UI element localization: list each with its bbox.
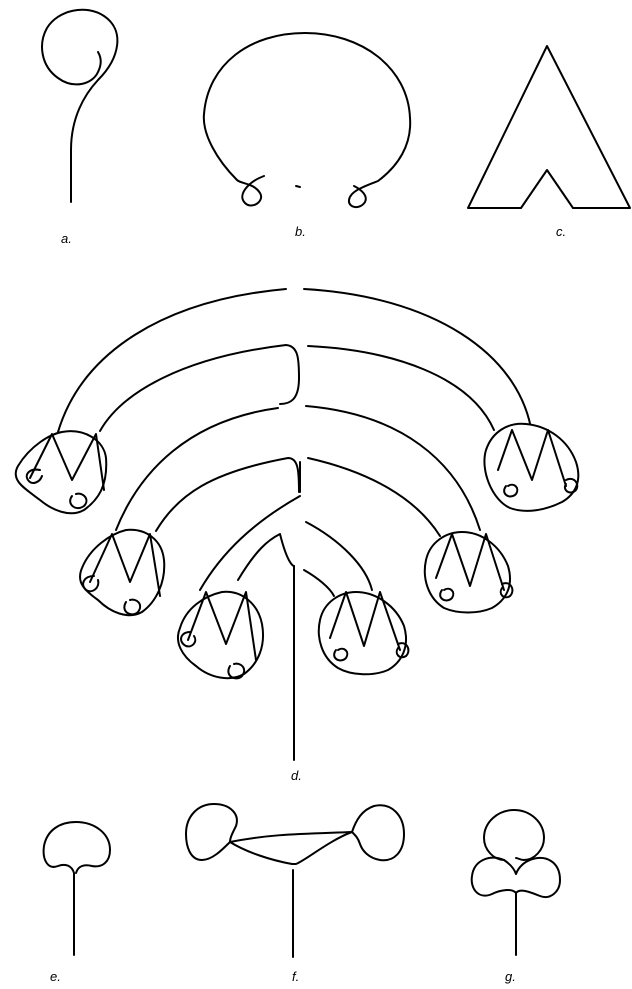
figure-b-dome xyxy=(204,33,410,207)
figure-f-lens xyxy=(230,832,352,864)
figure-d-flower-center-right xyxy=(319,592,409,674)
figure-d-outer-arch-right xyxy=(304,289,532,434)
figure-d-arch2-left-outer xyxy=(116,408,278,530)
label-e: e. xyxy=(50,969,61,984)
figure-f-right-kidney xyxy=(352,805,404,860)
label-g: g. xyxy=(505,969,516,984)
label-f: f. xyxy=(292,969,299,984)
figure-g xyxy=(472,810,560,955)
figure-g-upper xyxy=(484,810,544,860)
figure-d-arch1-left-inner xyxy=(100,345,299,431)
figure-d-arch1-right-inner xyxy=(308,346,494,430)
figure-b xyxy=(204,33,410,207)
label-c: c. xyxy=(556,224,566,239)
figure-d-flower-left-mid xyxy=(80,530,164,615)
figure-e xyxy=(44,822,110,955)
label-a: a. xyxy=(61,231,72,246)
label-b: b. xyxy=(295,224,306,239)
figure-d-arch2-right-inner xyxy=(308,458,440,536)
figure-d-arch2-right-outer xyxy=(306,406,480,530)
figure-d-arch3-right-outer xyxy=(306,522,372,590)
figure-d-arch3-left-inner xyxy=(238,534,294,580)
figure-f-left-kidney xyxy=(186,804,237,860)
figure-d-main-stem xyxy=(294,462,300,760)
figure-c-chevron xyxy=(468,46,630,208)
figure-d-flower-center-left xyxy=(178,592,263,679)
figure-f xyxy=(186,804,404,957)
figure-b-center-mark xyxy=(296,186,300,187)
figure-d-flower-right-mid xyxy=(425,532,513,613)
figure-c xyxy=(468,46,630,208)
figure-d-flower-left-top xyxy=(16,431,107,513)
figure-d-outer-arch-left xyxy=(58,289,286,432)
label-d: d. xyxy=(291,768,302,783)
figure-d-arch3-left-outer xyxy=(200,496,300,590)
figure-d xyxy=(16,289,579,760)
figure-e-kidney xyxy=(44,822,110,955)
figure-d-arch3-right-inner xyxy=(304,570,334,596)
figure-g-lower xyxy=(472,858,560,897)
figure-a-stalk xyxy=(42,10,117,202)
figure-d-flower-right-top xyxy=(484,424,578,511)
figure-d-arch2-left-inner xyxy=(156,458,299,531)
figure-a xyxy=(42,10,117,202)
